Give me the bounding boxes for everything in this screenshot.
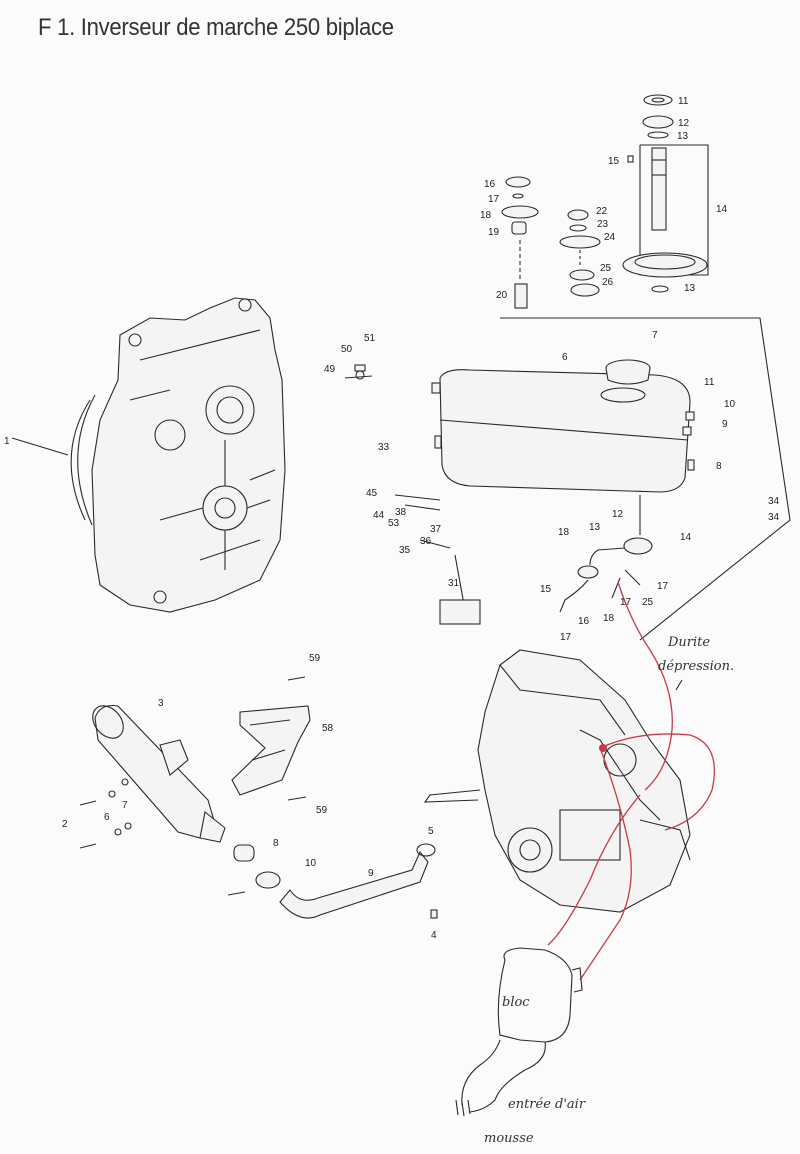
- part-label-13-top: 13: [677, 131, 689, 142]
- part-label-2: 2: [62, 819, 68, 830]
- part-label-20-top: 20: [496, 290, 508, 301]
- part-label-12-tank: 12: [612, 509, 624, 520]
- part-label-38: 38: [395, 507, 407, 518]
- part-label-50: 50: [341, 344, 353, 355]
- handwritten-annotations: Durite dépression. bloc entrée d'air mou…: [484, 635, 734, 1146]
- part-label-9-tank: 9: [722, 419, 728, 430]
- part-label-6-tank: 6: [562, 352, 568, 363]
- part-label-8-tank: 8: [716, 461, 722, 472]
- depression-hose-annotation: [547, 581, 716, 981]
- part-label-49: 49: [324, 364, 336, 375]
- exhaust-pipe: [79, 778, 438, 919]
- part-label-34b: 34: [768, 512, 780, 523]
- part-label-19-top: 19: [488, 227, 500, 238]
- part-label-5: 5: [428, 826, 434, 837]
- muffler: [92, 704, 226, 843]
- part-label-11-tank: 11: [704, 377, 715, 388]
- part-label-22-top: 22: [596, 206, 608, 217]
- annotation-entree-air: entrée d'air: [508, 1097, 586, 1112]
- part-label-25-top: 25: [600, 263, 612, 274]
- part-label-24-top: 24: [604, 232, 616, 243]
- part-label-3: 3: [158, 698, 164, 709]
- engine-block: [423, 649, 691, 913]
- part-label-10: 10: [305, 858, 317, 869]
- part-label-59-top: 59: [309, 653, 321, 664]
- part-label-6: 6: [104, 812, 110, 823]
- part-label-1: 1: [4, 436, 10, 447]
- annotation-durite: Durite: [667, 635, 710, 650]
- part-label-4: 4: [431, 930, 437, 941]
- part-label-13-tank: 13: [589, 522, 601, 533]
- crankcase-cover: [11, 297, 286, 613]
- part-label-45: 45: [366, 488, 378, 499]
- part-label-35: 35: [399, 545, 411, 556]
- part-label-17-top: 17: [488, 194, 500, 205]
- part-label-18-top: 18: [480, 210, 492, 221]
- page-title: F 1. Inverseur de marche 250 biplace: [38, 14, 394, 41]
- part-label-37: 37: [430, 524, 442, 535]
- part-label-15-tank: 15: [540, 584, 552, 595]
- part-label-17-tank: 17: [657, 581, 669, 592]
- part-label-10-tank: 10: [724, 399, 736, 410]
- part-label-26-top: 26: [602, 277, 614, 288]
- part-label-12-top: 12: [678, 118, 690, 129]
- part-label-34: 34: [768, 496, 780, 507]
- part-label-25-tank: 25: [642, 597, 654, 608]
- part-label-44: 44: [373, 510, 385, 521]
- part-label-31: 31: [448, 578, 460, 589]
- part-label-16-tank: 16: [578, 616, 590, 627]
- part-label-7-cap: 7: [652, 330, 658, 341]
- bracket: [231, 676, 311, 801]
- part-label-9: 9: [368, 868, 374, 879]
- annotation-mousse: mousse: [484, 1131, 534, 1146]
- part-label-17c-tank: 17: [560, 632, 572, 643]
- part-label-33: 33: [378, 442, 390, 453]
- part-label-18b-tank: 18: [603, 613, 615, 624]
- part-label-58: 58: [322, 723, 334, 734]
- annotation-bloc: bloc: [502, 995, 530, 1010]
- part-label-14-top: 14: [716, 204, 728, 215]
- part-label-17b-tank: 17: [620, 597, 632, 608]
- part-label-36: 36: [420, 536, 432, 547]
- part-label-11-top: 11: [678, 96, 689, 107]
- annotation-depression: dépression.: [658, 659, 734, 674]
- part-label-59-bottom: 59: [316, 805, 328, 816]
- part-label-18-tank: 18: [558, 527, 570, 538]
- gear-assembly-top: [501, 94, 709, 309]
- fuel-tank: [344, 317, 791, 641]
- part-label-7: 7: [122, 800, 128, 811]
- part-label-14-tank: 14: [680, 532, 692, 543]
- air-box-sketch: [455, 679, 683, 1117]
- part-label-51: 51: [364, 333, 376, 344]
- part-label-15-top: 15: [608, 156, 620, 167]
- part-label-23-top: 23: [597, 219, 609, 230]
- part-label-8: 8: [273, 838, 279, 849]
- part-label-53: 53: [388, 518, 400, 529]
- part-label-16-top: 16: [484, 179, 496, 190]
- part-label-13-bottom: 13: [684, 283, 696, 294]
- part-number-labels: 1 2 3 4 5 6 7 8 9 10 11 12 13 14 15 16 1…: [4, 96, 780, 941]
